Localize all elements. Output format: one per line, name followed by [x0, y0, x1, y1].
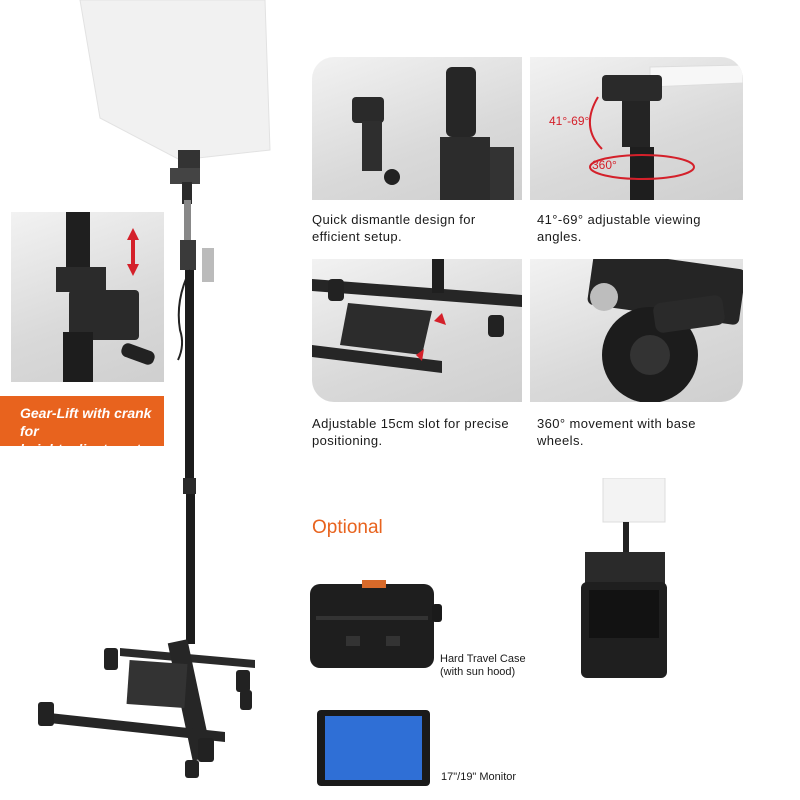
feature-photo-dismantle — [312, 57, 522, 200]
feature-photo-angle: 41°-69° 360° — [530, 57, 743, 200]
case-with-teleprompter-image — [581, 478, 667, 678]
feature-caption-wheel: 360° movement with base wheels. — [537, 416, 696, 448]
callout-line-1: Gear-Lift with crank for — [20, 405, 152, 439]
tilt-angle-label: 41°-69° — [549, 114, 590, 128]
feature-caption-slot: Adjustable 15cm slot for precise positio… — [312, 416, 510, 448]
case-caption: Hard Travel Case (with sun hood) — [440, 653, 526, 678]
teleprompter-stand-image — [38, 0, 271, 778]
feature-photo-wheel — [530, 259, 743, 402]
crank-detail-photo — [11, 212, 164, 382]
feature-caption-dismantle: Quick dismantle design for efficient set… — [312, 212, 476, 244]
optional-heading: Optional — [312, 517, 383, 538]
monitor-image — [317, 710, 430, 786]
monitor-caption: 17"/19" Monitor — [441, 771, 517, 783]
callout-line-2: height adjustment. — [20, 441, 145, 457]
feature-caption-angle: 41°-69° adjustable viewing angles. — [537, 212, 701, 244]
rotate-angle-label: 360° — [592, 158, 617, 172]
crank-callout-banner: Gear-Lift with crank for height adjustme… — [0, 396, 164, 457]
hard-travel-case-image — [310, 580, 442, 668]
feature-photo-slot — [312, 259, 522, 402]
